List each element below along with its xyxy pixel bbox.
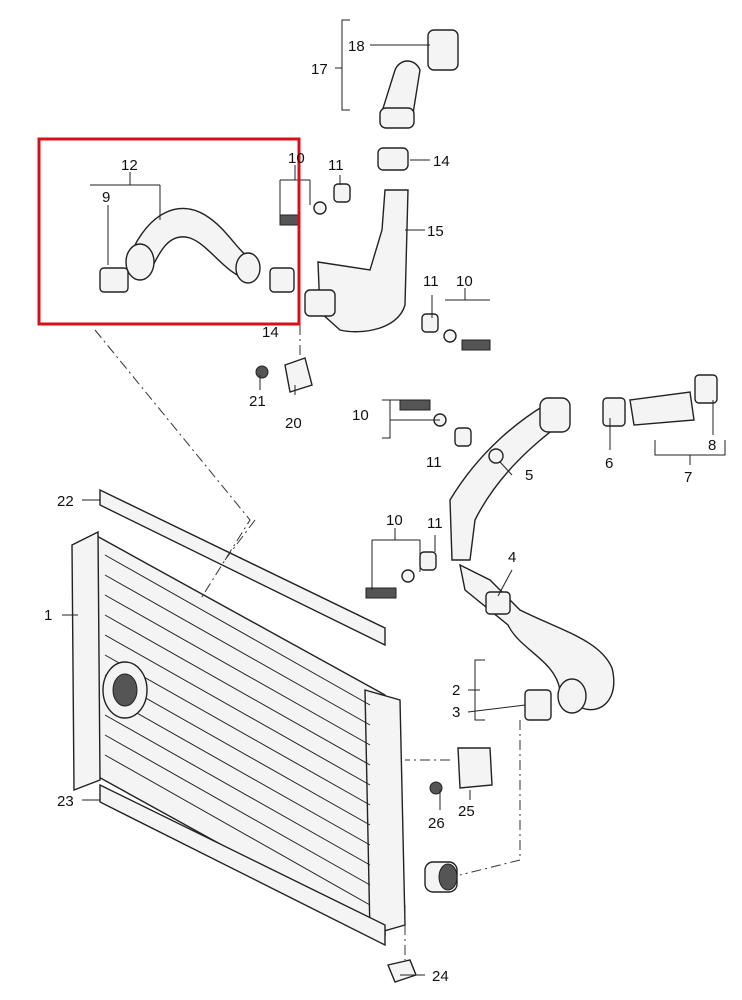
bracket-25 [457,747,493,789]
callout-10-left: 10 [352,407,369,424]
callout-11-mid: 11 [423,273,439,290]
hose-7-assembly [602,374,718,427]
hose-12-assembly [99,207,295,293]
callout-4: 4 [508,549,516,566]
leader-lines [62,19,726,976]
callout-14-top: 14 [433,153,450,170]
callout-10-mid: 10 [456,273,473,290]
callout-14-box: 14 [262,324,279,341]
callout-26: 26 [428,815,445,832]
callout-5: 5 [525,467,533,484]
callout-21: 21 [249,393,266,410]
callout-10-top: 10 [288,150,305,167]
bolt-21 [255,365,269,379]
callout-12: 12 [121,157,138,174]
air-guide-lower [99,783,386,947]
callout-11-top: 11 [328,157,344,174]
highlight-box [37,137,301,326]
fasteners-left [399,399,472,447]
fasteners-lower [365,551,437,599]
callout-labels: 1 2 3 4 5 6 7 8 9 10 10 10 10 11 11 11 1… [44,38,716,985]
callout-11-left: 11 [426,454,442,471]
fasteners-mid [421,313,491,351]
callout-6: 6 [605,455,613,472]
connection-lines [94,325,521,960]
callout-9: 9 [102,189,110,206]
nut-24 [387,959,417,983]
callout-10-lower: 10 [386,512,403,529]
callout-11-lower: 11 [427,515,443,532]
callout-1: 1 [44,607,52,624]
callout-3: 3 [452,704,460,721]
hose-2-assembly [459,563,615,721]
hose-17-assembly [379,29,459,129]
callout-18: 18 [348,38,365,55]
intercooler-radiator [71,530,458,937]
callout-22: 22 [57,493,74,510]
callout-25: 25 [458,803,475,820]
callout-2: 2 [452,682,460,699]
fasteners-top [279,183,351,226]
callout-15: 15 [427,223,444,240]
hose-5-assembly [449,397,571,561]
callout-7: 7 [684,469,692,486]
sensor-20 [284,357,313,393]
callout-8: 8 [708,437,716,454]
pipe-15-assembly [304,147,409,333]
callout-24: 24 [432,968,449,985]
screw-26 [429,781,443,795]
callout-17: 17 [311,61,328,78]
callout-20: 20 [285,415,302,432]
callout-23: 23 [57,793,74,810]
